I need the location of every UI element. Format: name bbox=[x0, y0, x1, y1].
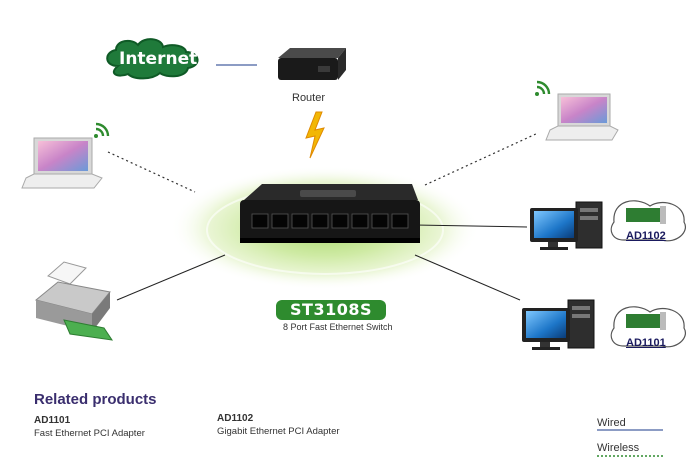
laptop-icon bbox=[21, 137, 103, 189]
adapter-tag-ad1101[interactable]: AD1101 bbox=[626, 337, 666, 349]
related-product-description: Fast Ethernet PCI Adapter bbox=[34, 428, 145, 439]
legend-wired-label: Wired bbox=[597, 417, 626, 429]
router-label: Router bbox=[292, 92, 326, 104]
pci-card-icon bbox=[610, 306, 686, 348]
switch-model-badge: ST3108S bbox=[276, 300, 386, 320]
related-product-name[interactable]: AD1102 bbox=[217, 413, 254, 424]
wireless-links bbox=[107, 132, 539, 193]
related-products-title: Related products bbox=[34, 391, 157, 408]
lightning-icon bbox=[305, 111, 325, 159]
cloud-icon bbox=[106, 38, 199, 80]
adapter-tag-ad1102[interactable]: AD1102 bbox=[626, 230, 666, 242]
router-icon bbox=[278, 48, 346, 80]
pci-card-icon bbox=[610, 200, 686, 242]
related-product-description: Gigabit Ethernet PCI Adapter bbox=[217, 426, 340, 437]
wired-links bbox=[116, 64, 528, 301]
switch-description: 8 Port Fast Ethernet Switch bbox=[283, 322, 393, 332]
wifi-icon bbox=[94, 122, 110, 138]
switch-icon bbox=[240, 184, 420, 243]
laptop-icon bbox=[545, 93, 619, 141]
printer-icon bbox=[34, 261, 114, 341]
legend-wireless-label: Wireless bbox=[597, 442, 640, 454]
related-product-name[interactable]: AD1101 bbox=[34, 415, 71, 426]
desktop-pc-icon bbox=[522, 299, 595, 350]
cloud-label: Internet bbox=[119, 49, 198, 69]
desktop-pc-icon bbox=[530, 201, 603, 250]
wifi-icon bbox=[535, 80, 551, 96]
